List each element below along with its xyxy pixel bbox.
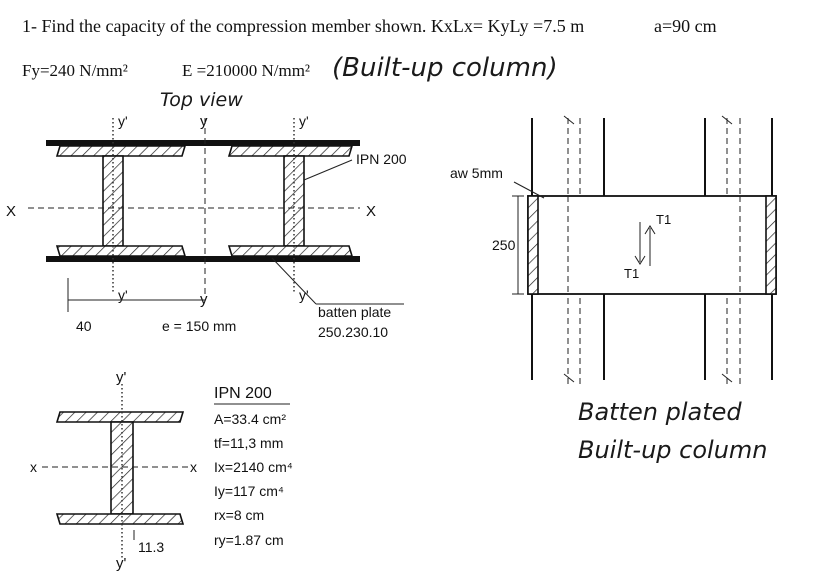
property-ry: ry=1.87 cm — [214, 532, 284, 548]
right-bottom-flange — [227, 245, 354, 257]
caption-line-2: Built-up column — [578, 436, 768, 464]
weld-right — [765, 195, 777, 295]
a-value: a=90 cm — [654, 16, 717, 36]
batten-label: batten plate — [318, 304, 391, 320]
property-iy: Iy=117 cm⁴ — [214, 483, 284, 499]
axis-y-prime-top-left: y' — [118, 113, 128, 129]
top-view-section: X X y y y' y' y' y' IPN 200 40 e = 150 m… — [6, 113, 407, 340]
batten-dims: 250.230.10 — [318, 324, 388, 340]
axis-y-prime-bottom-left: y' — [118, 287, 128, 303]
t1-up-arrowhead — [644, 225, 656, 235]
right-web — [283, 155, 305, 247]
weld-label: aw 5mm — [450, 165, 503, 181]
caption-line-1: Batten plated — [578, 398, 742, 426]
single-axis-x-left: x — [30, 459, 37, 475]
dim-e: e = 150 mm — [162, 318, 236, 334]
single-top-flange — [55, 411, 185, 423]
bottom-batten-plate — [46, 256, 360, 262]
weld-left — [527, 195, 539, 295]
right-ipn-section — [227, 145, 354, 257]
col-break-bottom-left — [563, 373, 575, 383]
axis-y-top: y — [200, 113, 208, 130]
right-top-flange — [227, 145, 354, 157]
weld-leader — [513, 181, 545, 199]
handwritten-top-view: Top view — [160, 89, 243, 111]
property-area: A=33.4 cm² — [214, 411, 286, 427]
property-rx: rx=8 cm — [214, 507, 264, 523]
top-batten-plate — [46, 140, 360, 146]
dim-11-3: 11.3 — [138, 539, 164, 555]
axis-y-prime-top-right: y' — [299, 113, 309, 129]
axis-x-left: X — [6, 203, 16, 220]
property-tf: tf=11,3 mm — [214, 435, 283, 451]
dim-250: 250 — [492, 237, 516, 253]
t1-down-arrowhead — [634, 255, 646, 265]
batten-leader — [271, 257, 317, 305]
elastic-modulus: E =210000 N/mm² — [182, 61, 310, 80]
problem-statement: 1- Find the capacity of the compression … — [22, 16, 584, 36]
col-break-bottom-right — [721, 373, 733, 383]
properties-title: IPN 200 — [214, 385, 272, 402]
handwritten-title: (Built-up column) — [332, 53, 558, 83]
ipn-leader — [303, 159, 353, 181]
property-ix: Ix=2140 cm⁴ — [214, 459, 293, 475]
single-bottom-flange — [55, 513, 185, 525]
single-axis-y-bottom: y' — [116, 555, 127, 572]
section-properties: IPN 200 A=33.4 cm² tf=11,3 mm Ix=2140 cm… — [214, 385, 293, 548]
yield-stress: Fy=240 N/mm² — [22, 61, 128, 80]
t1-top-label: T1 — [656, 212, 671, 227]
single-axis-y-top: y' — [116, 369, 127, 386]
t1-bottom-label: T1 — [624, 266, 639, 281]
left-web — [102, 155, 124, 247]
axis-x-right: X — [366, 203, 376, 220]
single-ipn-section: y' y' x x 11.3 — [30, 369, 197, 572]
left-bottom-flange — [55, 245, 187, 257]
left-top-flange — [55, 145, 187, 157]
elevation-view: aw 5mm 250 T1 T1 Batten plated Built-up … — [450, 115, 777, 464]
single-axis-x-right: x — [190, 459, 197, 475]
left-ipn-section — [55, 145, 187, 257]
section-label: IPN 200 — [356, 151, 407, 167]
col-break-top-left — [563, 115, 575, 125]
dim-40: 40 — [76, 318, 92, 334]
axis-y-prime-bottom-right: y' — [299, 287, 309, 303]
col-break-top-right — [721, 115, 733, 125]
elevation-batten-plate — [527, 195, 777, 295]
